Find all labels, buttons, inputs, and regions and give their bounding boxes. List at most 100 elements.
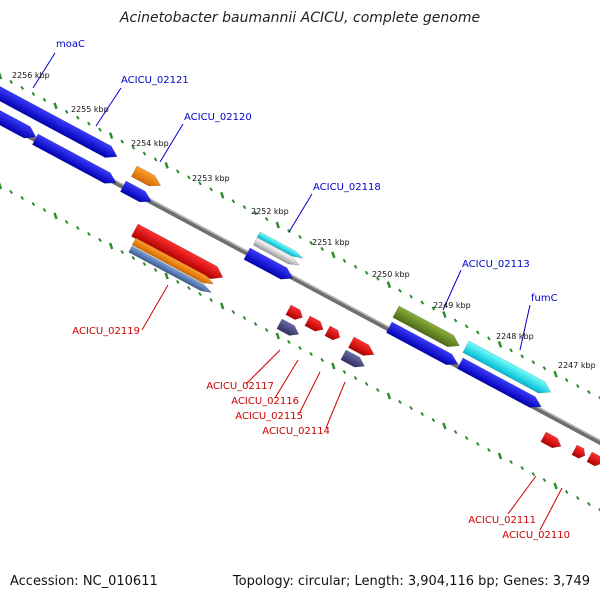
outer-tick [398,288,402,293]
genome-title: Acinetobacter baumannii ACICU, complete … [119,10,481,26]
outer-tick [175,169,180,174]
outer-tick [386,281,392,289]
reverse-leader-line [141,284,169,331]
forward-leader-line [519,304,531,351]
forward-leader-line [32,52,56,89]
inner-tick [553,482,558,490]
outer-tick [298,234,302,240]
cds-blue-forward [385,321,459,365]
reverse-leader-line [299,371,321,413]
kbp-tick-label: 2254 kbp [131,139,169,148]
outer-tick [497,340,503,348]
outer-tick [264,217,269,222]
inner-tick [453,429,458,435]
inner-tick [409,405,413,411]
inner-tick [64,219,69,225]
outer-tick [553,370,558,378]
kbp-tick-label: 2252 kbp [251,207,289,216]
outer-tick [531,360,536,365]
outer-tick [220,191,225,199]
tick-layer [0,72,600,512]
cds-ACICU_02119 [131,237,215,285]
cds-ACICU_02118 [256,231,304,259]
inner-tick [564,489,569,495]
cds-ACICU_02117 [276,318,300,336]
inner-tick [298,345,302,351]
outer-tick [31,91,36,96]
outer-tick [120,139,125,144]
outer-tick [98,127,102,132]
cds-red-reverse [131,223,224,280]
reverse-leader-line [274,359,299,399]
inner-tick [531,471,536,477]
reverse-leader-line [507,475,537,515]
outer-tick [587,389,591,395]
cds-ACICU_02120 [130,165,162,187]
outer-tick [131,145,136,150]
inner-tick [264,327,269,333]
inner-tick [375,387,380,393]
outer-tick [275,221,280,229]
outer-tick [209,187,213,192]
cds-red-reverse [324,325,341,341]
outer-tick [108,132,114,140]
outer-tick [64,109,69,114]
outer-tick [487,336,491,341]
accession-text: Accession: NC_010611 [10,574,158,589]
kbp-tick-label: 2255 kbp [71,105,109,114]
inner-tick [220,302,225,310]
inner-tick [386,392,392,400]
inner-tick [9,189,13,195]
cds-red-reverse [586,451,600,467]
outer-tick [253,211,258,216]
outer-tick [164,162,169,169]
inner-tick [287,339,291,345]
outer-tick [9,79,13,85]
forward-gene-label: ACICU_02120 [184,112,252,123]
kbp-tick-label: 2247 kbp [558,361,596,370]
forward-leader-line [159,123,184,163]
outer-tick [231,199,236,204]
inner-tick [420,411,425,417]
inner-tick [42,207,47,213]
cds-ACICU_02111 [540,431,562,449]
inner-tick [31,201,36,207]
forward-leader-line [95,87,122,127]
outer-tick [53,102,58,110]
cds-blue-forward [119,180,152,203]
inner-tick [0,182,3,190]
inner-tick [364,381,369,387]
cds-blue-forward [243,247,294,280]
outer-tick [187,175,191,180]
inner-tick [131,255,136,261]
outer-tick [442,311,447,318]
outer-tick [464,324,469,329]
kbp-tick-label: 2251 kbp [312,238,350,247]
inner-tick [442,422,447,430]
cds-purple-reverse [340,349,365,368]
outer-tick [509,348,513,353]
inner-tick [520,465,525,471]
cds-blue-forward [0,103,37,139]
inner-tick [331,362,336,370]
outer-tick [420,300,425,305]
cds-ACICU_02114 [347,336,375,356]
outer-tick [87,121,91,126]
outer-tick [153,157,158,162]
reverse-leader-line [539,487,563,531]
inner-tick [198,291,202,297]
cds-blue-forward [31,133,117,184]
inner-tick [342,369,347,375]
inner-tick [542,477,547,483]
outer-tick [320,246,325,251]
cds-ACICU_02113 [392,305,460,348]
feature-layer [0,79,600,467]
outer-tick [542,366,547,371]
outer-tick [409,294,413,299]
cds-steel-reverse [128,245,213,293]
forward-gene-label: ACICU_02121 [121,75,189,86]
inner-tick [598,507,600,512]
kbp-tick-label: 2253 kbp [192,174,230,183]
reverse-gene-label: ACICU_02114 [262,426,330,437]
